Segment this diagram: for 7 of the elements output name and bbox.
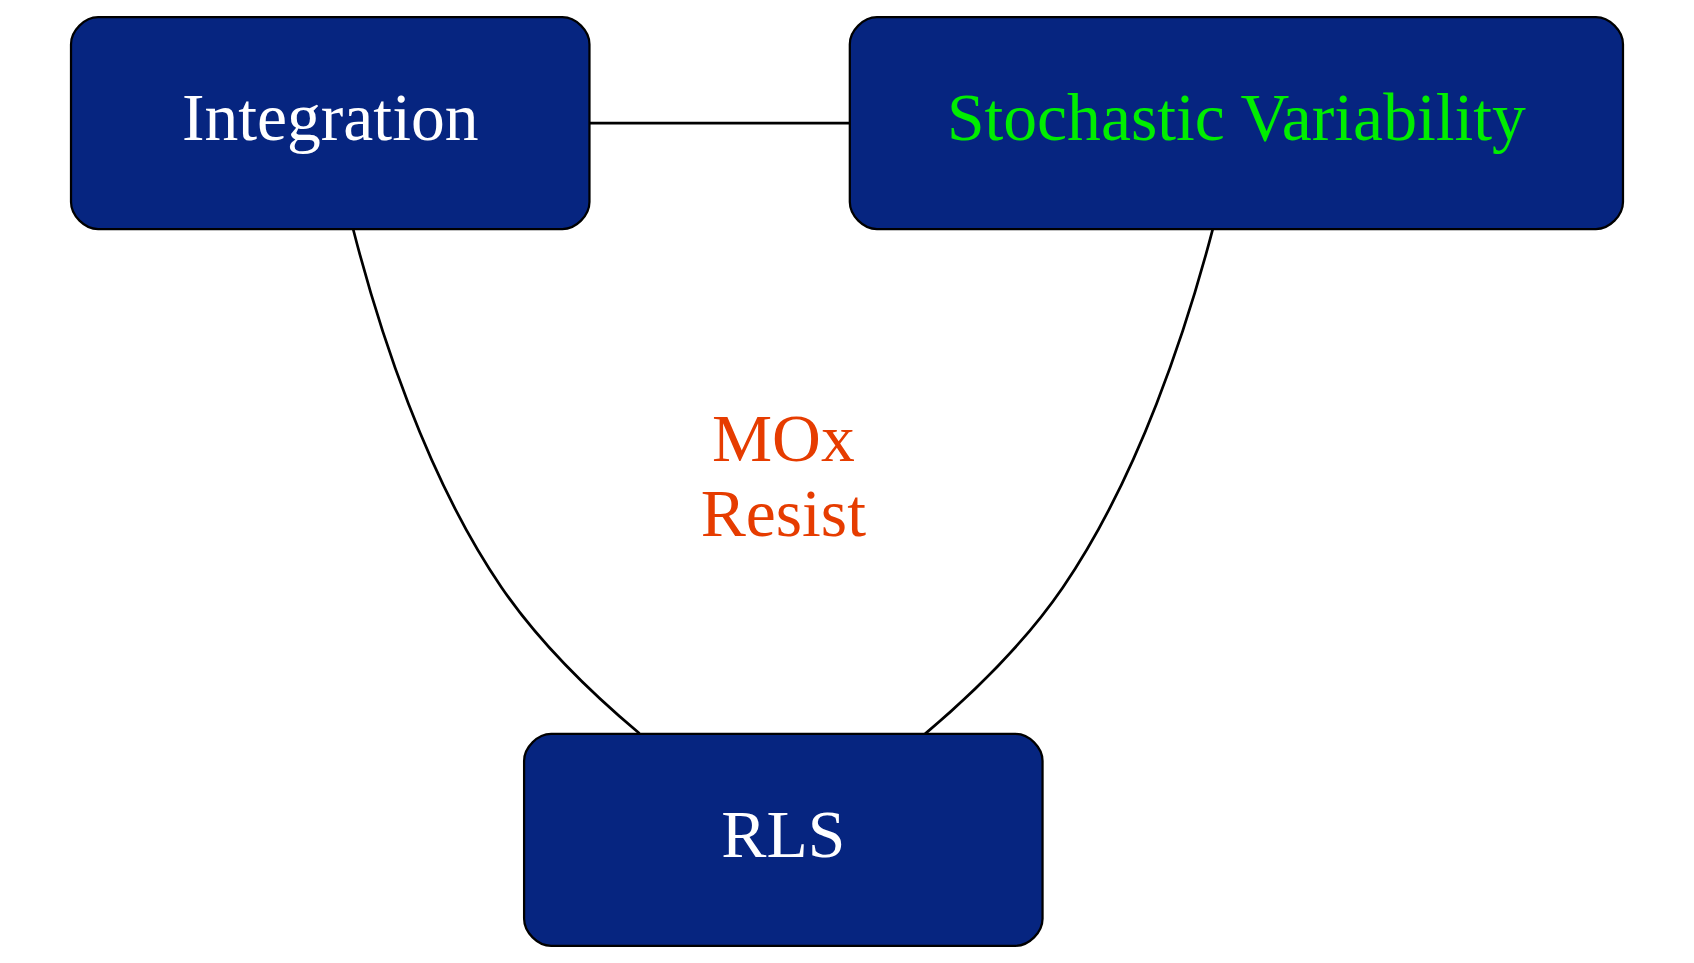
node-box: Stochastic Variability (848, 16, 1625, 231)
label: MOx Resist (700, 401, 866, 551)
connector (351, 229, 641, 735)
node-box: Integration (69, 16, 591, 231)
connector (924, 229, 1214, 735)
node-box: RLS (522, 732, 1044, 947)
connector (589, 121, 850, 125)
